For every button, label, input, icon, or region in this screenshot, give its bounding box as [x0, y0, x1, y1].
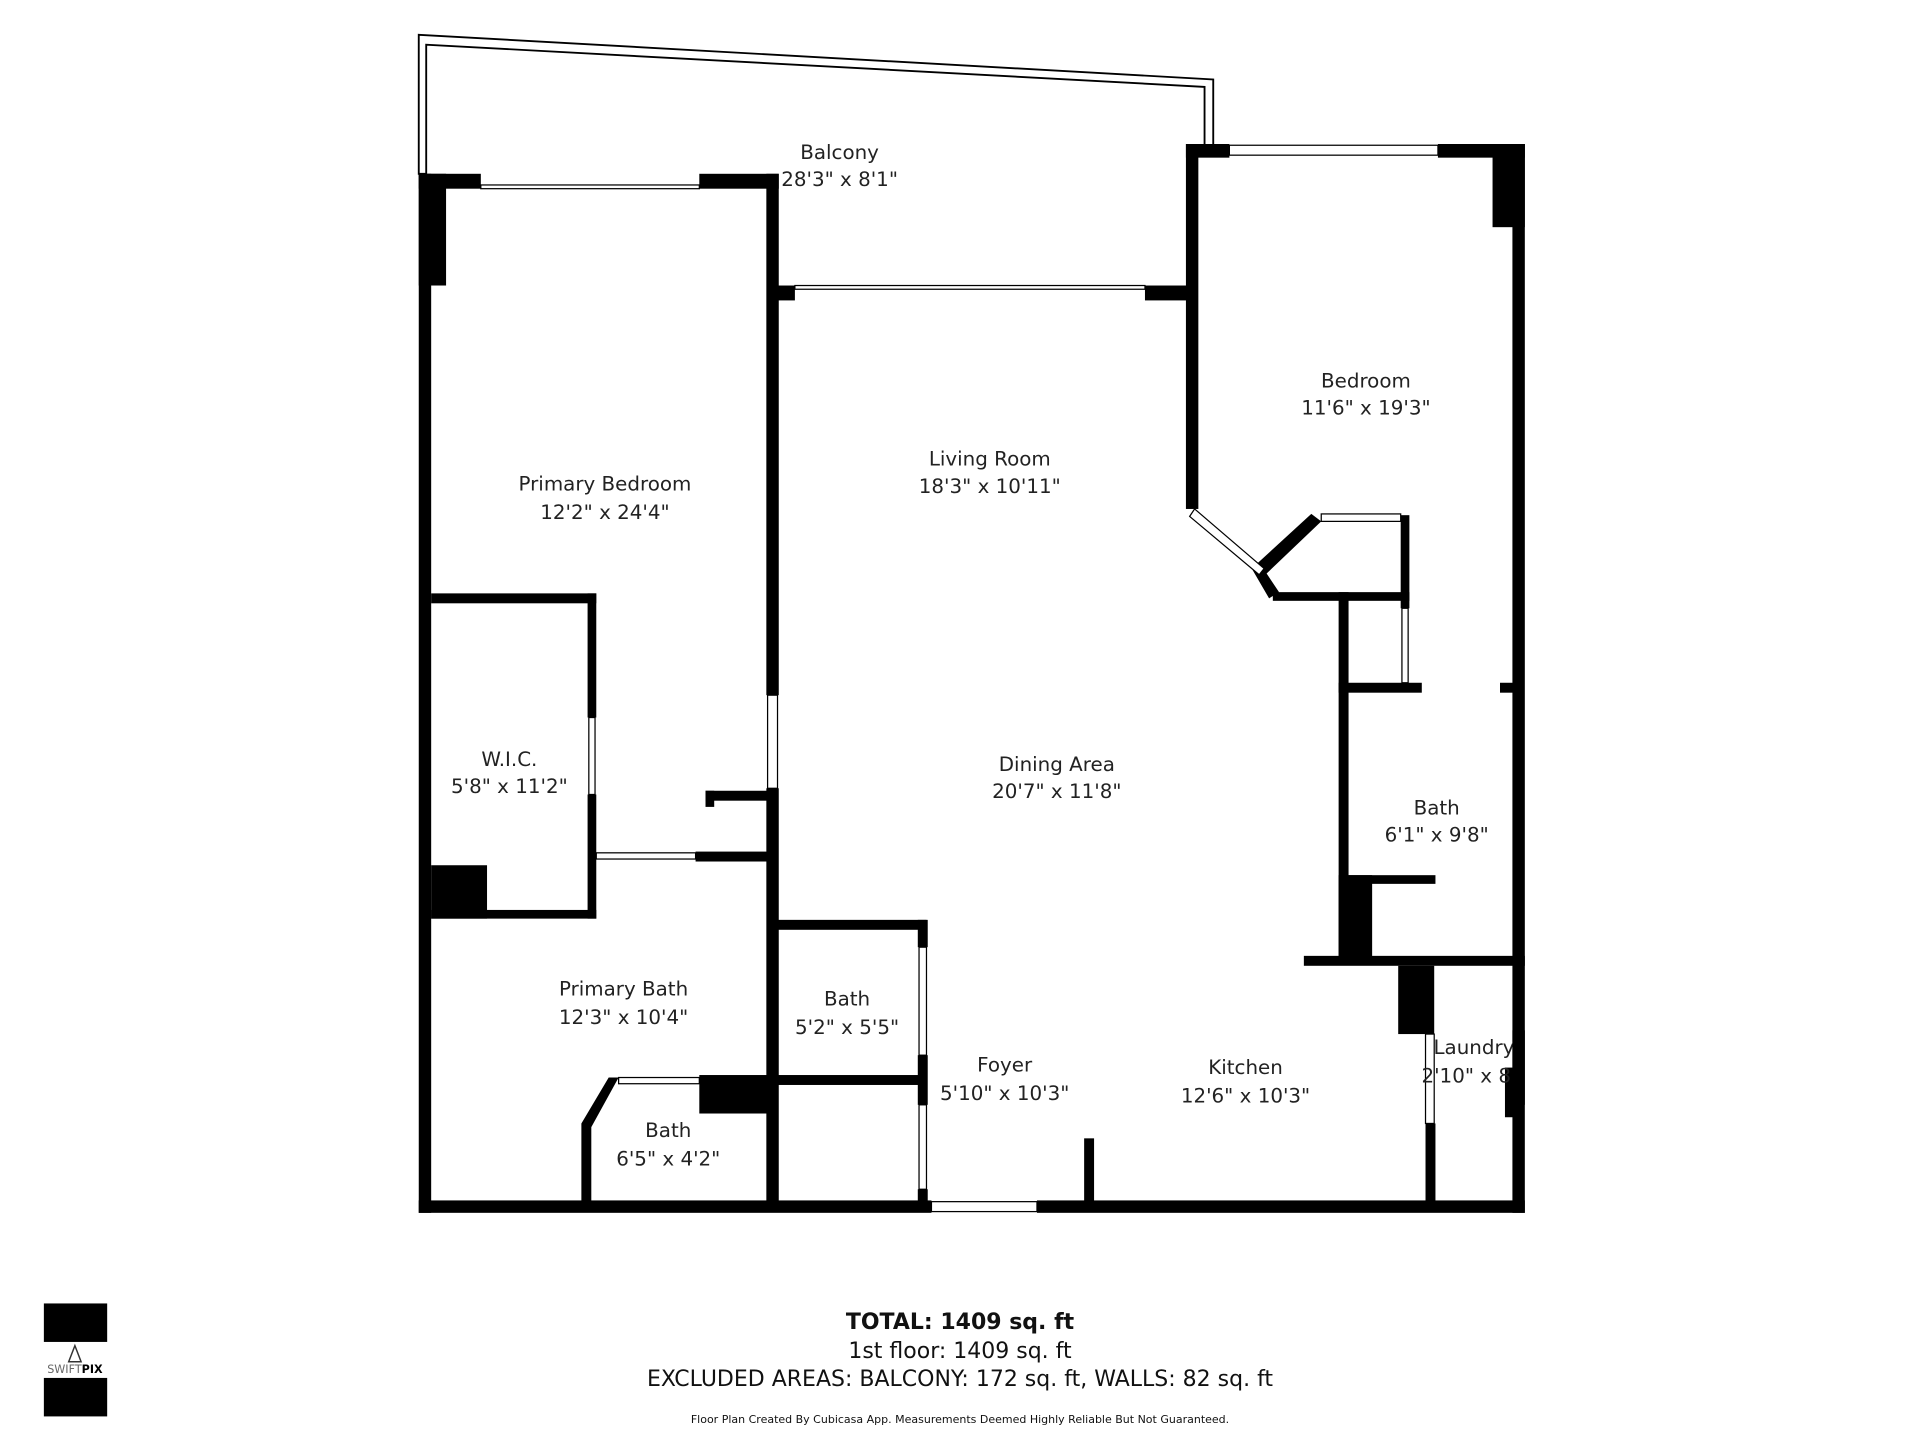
- svg-text:6'5" x 4'2": 6'5" x 4'2": [616, 1148, 720, 1171]
- svg-text:5'2" x 5'5": 5'2" x 5'5": [795, 1016, 899, 1039]
- walls: [418, 144, 1525, 1213]
- svg-text:SWIFTPIX: SWIFTPIX: [47, 1363, 103, 1376]
- svg-text:Balcony: Balcony: [800, 141, 879, 164]
- svg-text:6'1" x 9'8": 6'1" x 9'8": [1385, 824, 1489, 847]
- svg-text:W.I.C.: W.I.C.: [481, 748, 537, 771]
- svg-text:Living Room: Living Room: [929, 448, 1051, 471]
- svg-text:12'2" x 24'4": 12'2" x 24'4": [540, 501, 669, 524]
- room-wic: W.I.C. 5'8" x 11'2": [451, 748, 568, 798]
- room-labels: Balcony 28'3" x 8'1" Primary Bedroom 12'2"…: [451, 141, 1516, 1171]
- svg-text:Primary Bath: Primary Bath: [559, 978, 688, 1001]
- room-bath-primary-small: Bath 6'5" x 4'2": [616, 1119, 720, 1171]
- svg-text:5'10" x 10'3": 5'10" x 10'3": [940, 1082, 1069, 1105]
- room-laundry: Laundry 2'10" x 8': [1421, 1036, 1516, 1088]
- svg-text:Kitchen: Kitchen: [1208, 1056, 1283, 1079]
- house-icon: [67, 1343, 83, 1363]
- room-dining-area: Dining Area 20'7" x 11'8": [992, 753, 1121, 803]
- room-primary-bath: Primary Bath 12'3" x 10'4": [559, 978, 688, 1030]
- room-foyer: Foyer 5'10" x 10'3": [940, 1053, 1069, 1105]
- floor-area: 1st floor: 1409 sq. ft: [848, 1339, 1072, 1364]
- svg-text:Laundry: Laundry: [1433, 1036, 1514, 1059]
- svg-text:11'6" x 19'3": 11'6" x 19'3": [1301, 397, 1430, 420]
- room-kitchen: Kitchen 12'6" x 10'3": [1181, 1056, 1310, 1108]
- svg-text:12'3" x 10'4": 12'3" x 10'4": [559, 1006, 688, 1029]
- svg-text:2'10" x 8': 2'10" x 8': [1421, 1064, 1516, 1087]
- svg-text:Bath: Bath: [1414, 796, 1460, 819]
- svg-text:Bath: Bath: [645, 1119, 691, 1142]
- svg-text:18'3" x 10'11": 18'3" x 10'11": [919, 475, 1061, 498]
- room-bedroom: Bedroom 11'6" x 19'3": [1301, 369, 1430, 419]
- svg-text:Primary Bedroom: Primary Bedroom: [519, 472, 692, 495]
- room-primary-bedroom: Primary Bedroom 12'2" x 24'4": [519, 472, 692, 524]
- total-area: TOTAL: 1409 sq. ft: [845, 1310, 1075, 1335]
- svg-text:5'8" x 11'2": 5'8" x 11'2": [451, 775, 568, 798]
- room-living-room: Living Room 18'3" x 10'11": [919, 448, 1061, 498]
- svg-text:12'6" x 10'3": 12'6" x 10'3": [1181, 1084, 1310, 1107]
- svg-text:Bedroom: Bedroom: [1321, 369, 1411, 392]
- windows: [480, 144, 1439, 1213]
- svg-text:20'7" x 11'8": 20'7" x 11'8": [992, 780, 1121, 803]
- svg-text:28'3" x 8'1": 28'3" x 8'1": [781, 168, 898, 191]
- excluded-areas: EXCLUDED AREAS: BALCONY: 172 sq. ft, WAL…: [646, 1367, 1274, 1392]
- svg-text:Bath: Bath: [824, 988, 870, 1011]
- svg-text:Foyer: Foyer: [977, 1053, 1033, 1076]
- room-balcony: Balcony 28'3" x 8'1": [781, 141, 898, 191]
- swiftpix-logo: SWIFTPIX: [43, 1303, 108, 1417]
- svg-text:Dining Area: Dining Area: [999, 753, 1115, 776]
- room-bath-right: Bath 6'1" x 9'8": [1385, 796, 1489, 846]
- room-bath-small: Bath 5'2" x 5'5": [795, 988, 899, 1040]
- disclaimer: Floor Plan Created By Cubicasa App. Meas…: [690, 1413, 1230, 1426]
